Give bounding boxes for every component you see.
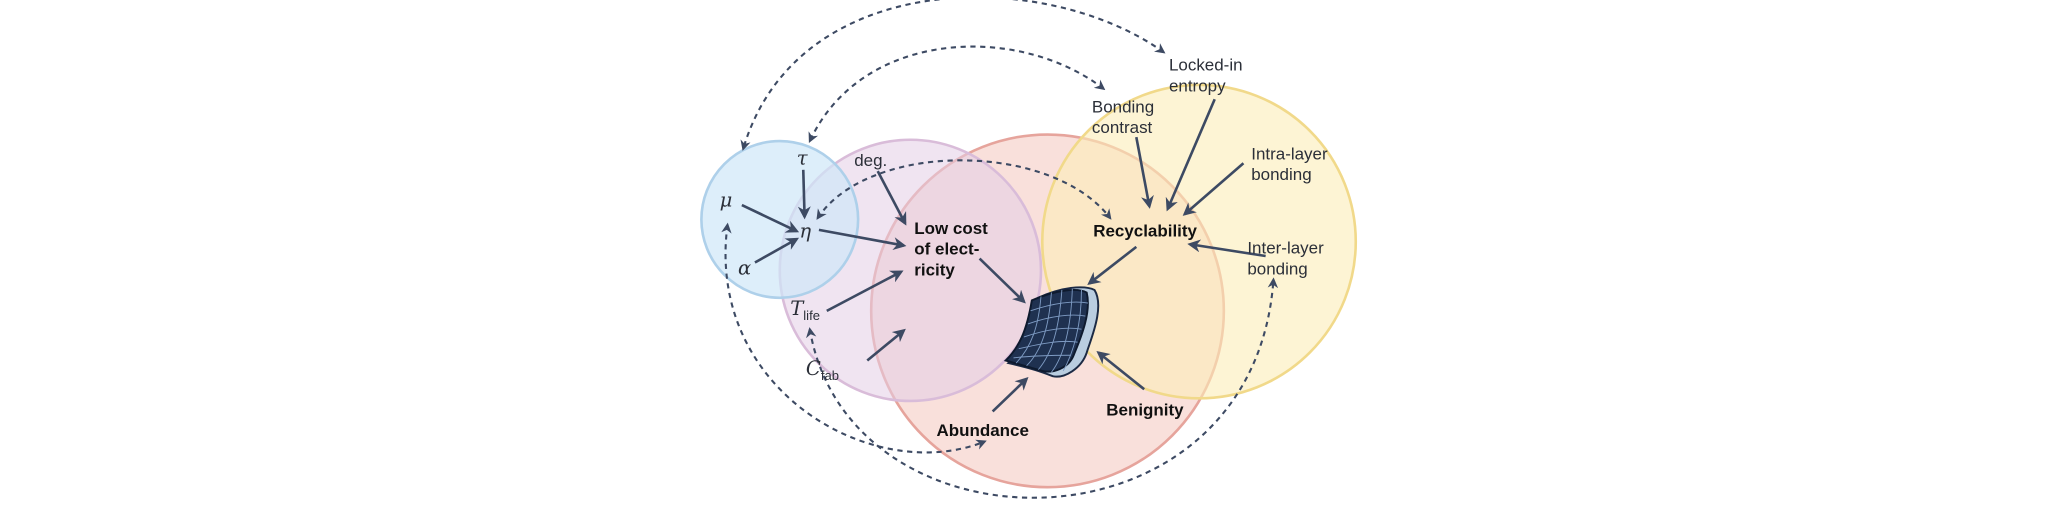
inter-layer-line-1: Inter-layer — [1247, 238, 1324, 257]
low-cost-line-1: Low cost — [914, 219, 988, 238]
arrow-eta-lowcost — [818, 228, 907, 251]
inter-layer-line-2: bonding — [1247, 259, 1307, 278]
inter-layer-label: Inter-layer bonding — [1247, 238, 1328, 278]
low-cost-line-2: of elect- — [914, 240, 979, 259]
t-life-main: T — [790, 297, 805, 320]
dashed-arc-contrast-tau — [808, 45, 1106, 143]
dashed-arc-entropy-mu — [740, 0, 1166, 151]
bonding-contrast-line-1: Bonding — [1092, 97, 1154, 116]
alpha-label: α — [738, 256, 751, 279]
intra-layer-line-1: Intra-layer — [1251, 144, 1328, 163]
arrow-deg-lowcost — [876, 170, 907, 226]
bonding-contrast-line-2: contrast — [1092, 118, 1153, 137]
arrow-recyclability-cell — [1087, 245, 1138, 286]
t-life-label: Tlife — [790, 297, 820, 323]
tau-label: τ — [797, 147, 809, 170]
benignity-label: Benignity — [1106, 400, 1184, 419]
arrow-contrast-recyclability — [1135, 136, 1154, 209]
arrow-cfab-lowcost — [866, 328, 906, 362]
arrow-alpha-eta — [754, 237, 800, 264]
arrow-interlayer-recyclability — [1187, 239, 1266, 258]
arrow-tau-eta — [797, 169, 811, 220]
abundance-label: Abundance — [936, 421, 1028, 440]
low-cost-label: Low cost of elect- ricity — [914, 219, 992, 280]
locked-in-line-2: entropy — [1169, 76, 1226, 95]
arrow-intralayer-recyclability — [1182, 162, 1245, 216]
arrow-benignity-cell — [1096, 351, 1145, 391]
locked-in-line-1: Locked-in — [1169, 56, 1243, 75]
eta-label: η — [799, 220, 811, 243]
intra-layer-line-2: bonding — [1251, 165, 1311, 184]
c-fab-main: C — [806, 357, 821, 380]
intra-layer-label: Intra-layer bonding — [1251, 144, 1332, 184]
c-fab-label: Cfab — [806, 357, 839, 383]
recyclability-label: Recyclability — [1093, 221, 1197, 240]
blue-circle — [700, 139, 860, 300]
arrow-lowcost-cell — [978, 257, 1026, 304]
bonding-contrast-label: Bonding contrast — [1092, 97, 1159, 137]
arrow-mu-eta — [741, 203, 800, 233]
arrow-tlife-lowcost — [826, 270, 904, 313]
locked-in-entropy-label: Locked-in entropy — [1169, 56, 1247, 96]
arrow-abundance-cell — [991, 376, 1029, 413]
mu-label: μ — [720, 188, 733, 211]
flexible-solar-cell-icon — [1003, 286, 1100, 378]
dashed-arc-mu-abundance — [721, 222, 987, 454]
low-cost-line-3: ricity — [914, 261, 955, 280]
dashed-arc-eta-recyclability — [816, 159, 1112, 220]
c-fab-sub: fab — [821, 368, 839, 383]
t-life-sub: life — [803, 308, 820, 323]
arrow-entropy-recyclability — [1165, 98, 1216, 212]
deg-label: deg. — [854, 151, 887, 170]
